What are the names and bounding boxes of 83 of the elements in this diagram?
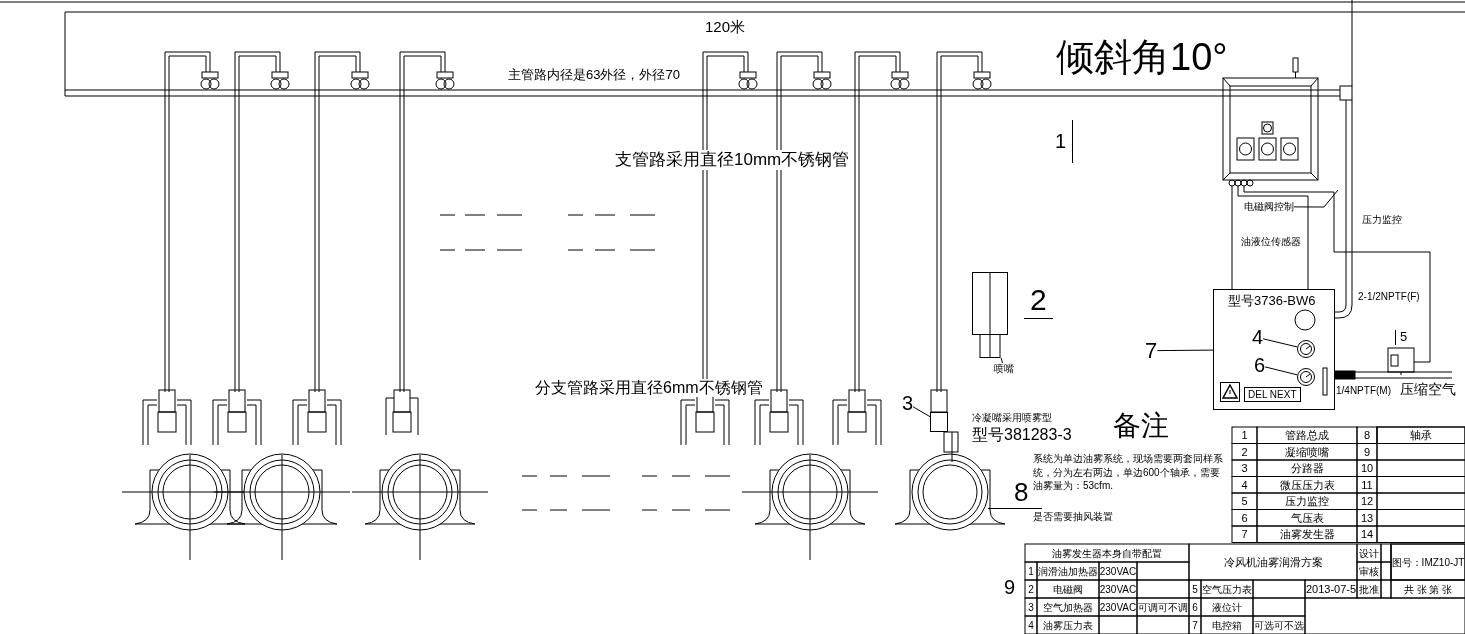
leader-line	[1262, 338, 1298, 348]
table-text: 2013-07-5	[1305, 582, 1357, 596]
table-text: 6	[1192, 601, 1198, 613]
table-text: 电控箱	[1212, 619, 1242, 631]
table-text: 设计	[1359, 547, 1379, 559]
valve-label: 电磁阀控制	[1244, 201, 1294, 213]
table-text: 图号：IMZ10-JT	[1391, 556, 1465, 568]
table-text: 7	[1192, 619, 1198, 631]
note-text: 是否需要抽风装置	[1033, 511, 1113, 523]
table-text: 油雾发生器本身自带配置	[1052, 547, 1162, 559]
table-text: 2	[1028, 583, 1034, 595]
table-text: 空气压力表	[1202, 583, 1252, 595]
table-text: 11	[1361, 478, 1373, 491]
leader-line	[1293, 189, 1339, 208]
pipe-note: 支管路采用直径10mm不锈钢管	[615, 150, 850, 170]
table-text: 可选可不选	[1254, 619, 1304, 631]
table-text: 1	[1241, 429, 1248, 442]
table-text: 可调可不调	[1138, 601, 1188, 613]
leader-line	[912, 406, 931, 418]
pipe-note: 分支管路采用直径6mm不锈钢管	[535, 379, 763, 398]
table-text: 分路器	[1290, 462, 1324, 475]
leader-line	[1264, 366, 1298, 376]
table-text: 管路总成	[1285, 429, 1329, 442]
table-text: 润滑油加热器	[1038, 565, 1098, 577]
table-text: 230VAC	[1099, 583, 1137, 595]
pipe-note: 主管路内径是63外径，外径70	[508, 68, 680, 83]
table-text: 4	[1028, 619, 1034, 631]
callout-number: 2	[1024, 283, 1053, 319]
leader-line	[1156, 349, 1214, 352]
generator-box	[1213, 289, 1335, 410]
table-text: 6	[1241, 511, 1248, 524]
table-text: 批准	[1359, 583, 1379, 595]
table-text: 3	[1241, 462, 1248, 475]
model-label: 型号3736-BW6	[1228, 292, 1316, 310]
part-label: 油液位传感器	[1241, 236, 1301, 248]
nozzle-drawing	[972, 272, 1008, 358]
table-text: 12	[1360, 495, 1374, 508]
table-text: 5	[1241, 495, 1248, 508]
table-text: 5	[1192, 583, 1198, 595]
distributor	[930, 412, 948, 432]
part-label: 压力监控	[1362, 214, 1402, 226]
key-label: DEL NEXT	[1244, 387, 1301, 402]
table-text: 油雾发生器	[1279, 528, 1335, 541]
fitting-label: 1/4NPTF(M)	[1336, 385, 1391, 397]
table-text: 微压压力表	[1279, 478, 1335, 491]
table-text: 空气加热器	[1043, 601, 1093, 613]
table-text: 1	[1028, 565, 1034, 577]
table-text: 审核	[1359, 565, 1379, 577]
fitting-label: 2-1/2NPTF(F)	[1358, 291, 1420, 303]
table-text: 电磁阀	[1053, 583, 1083, 595]
model-note: 冷凝嘴采用喷雾型	[972, 412, 1052, 424]
table-text: 冷风机油雾润滑方案	[1223, 555, 1323, 569]
table-text: 9	[1363, 445, 1371, 458]
table-text: 10	[1360, 462, 1374, 475]
table-text: 8	[1363, 429, 1371, 442]
table-text: 轴承	[1410, 429, 1432, 442]
callout-number: 9	[1004, 576, 1016, 599]
table-text: 凝缩喷嘴	[1285, 445, 1329, 458]
leader-line	[1000, 357, 1003, 364]
table-text: 4	[1241, 478, 1248, 491]
pressure-gauge	[1297, 340, 1315, 358]
heading-text: 备注	[1113, 410, 1169, 443]
table-text: 230VAC	[1099, 565, 1137, 577]
nozzle-label: 喷嘴	[994, 363, 1014, 375]
table-text: 14	[1360, 528, 1374, 541]
callout-number: 1	[1055, 120, 1074, 163]
table-text: 共 张 第 张	[1403, 583, 1453, 595]
table-text: 气压表	[1290, 511, 1324, 524]
table-text: 压力监控	[1285, 495, 1329, 508]
pressure-gauge	[1297, 368, 1315, 386]
table-text: 液位计	[1212, 601, 1242, 613]
note-text: 系统为单边油雾系统，现场需要两套同样系统，分为左右两边，单边600个轴承，需要油雾量为：53cfm.	[1033, 452, 1224, 493]
callout-number: 5	[1395, 330, 1408, 345]
table-text: 230VAC	[1099, 601, 1137, 613]
angle-label: 倾斜角10°	[1056, 36, 1228, 80]
table-text: 3	[1028, 601, 1034, 613]
part-label: 压缩空气	[1400, 381, 1456, 398]
model-label: 型号381283-3	[972, 426, 1072, 445]
table-text: 7	[1241, 528, 1248, 541]
table-text: 2	[1241, 445, 1248, 458]
table-text: 油雾压力表	[1043, 619, 1093, 631]
length-label: 120米	[705, 18, 746, 36]
table-text: 13	[1360, 511, 1374, 524]
